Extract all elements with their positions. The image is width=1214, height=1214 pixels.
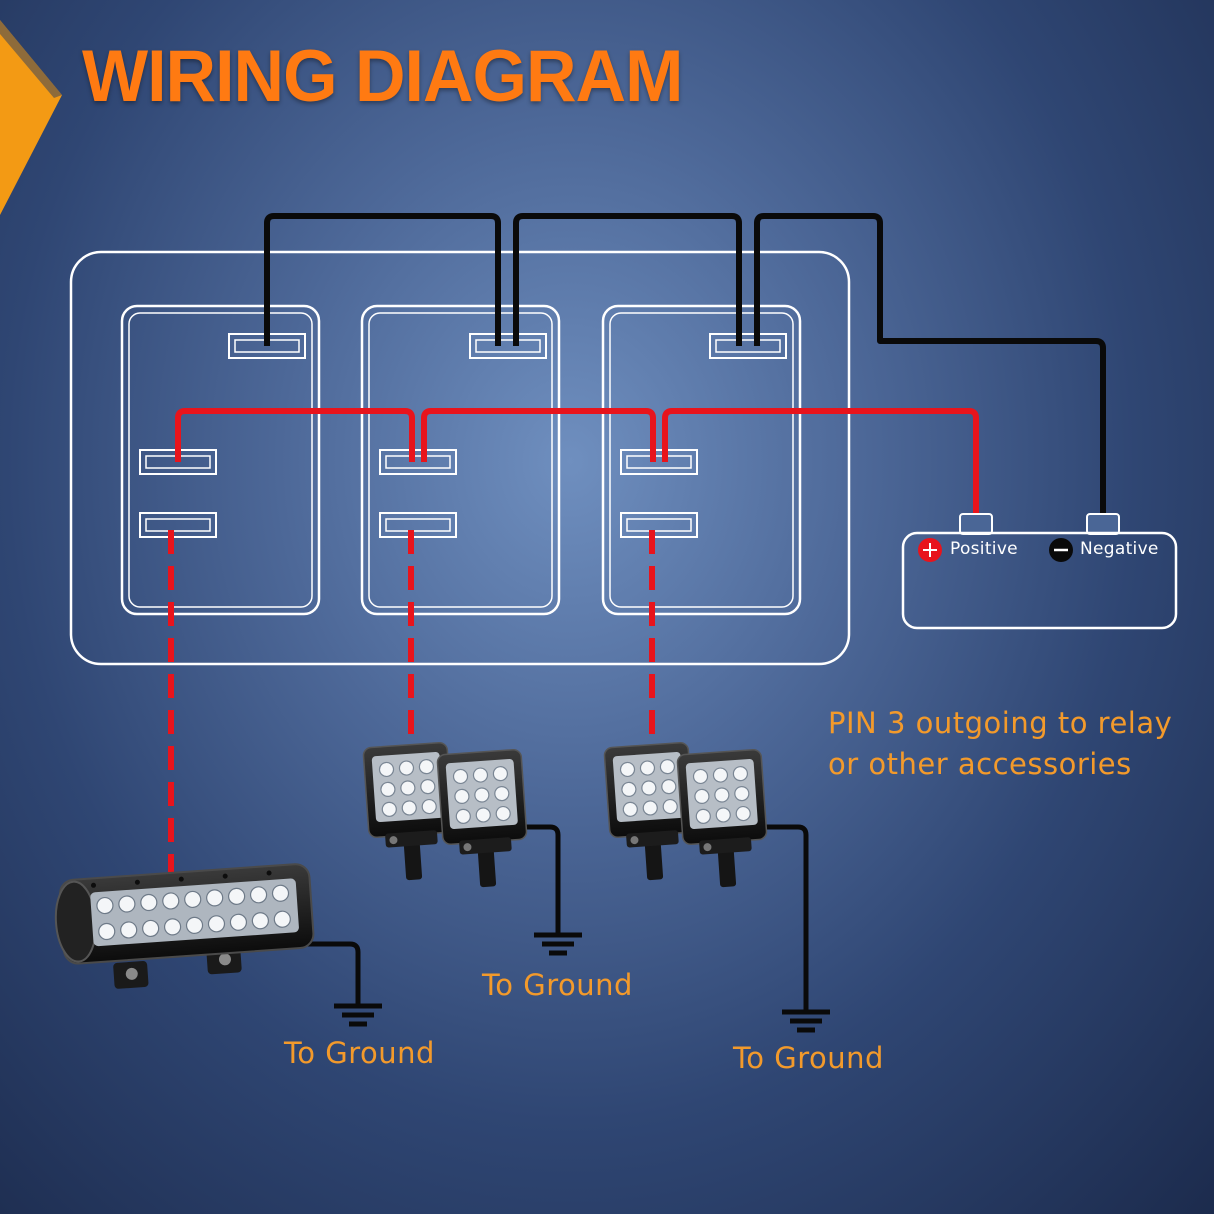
switch-2-pin-ground bbox=[469, 333, 547, 359]
work-light-pod-icon bbox=[676, 748, 771, 891]
switch-3-pin-ground bbox=[709, 333, 787, 359]
rocker-switch-3 bbox=[601, 304, 802, 616]
positive-terminal-icon bbox=[918, 538, 942, 562]
positive-label: Positive bbox=[950, 539, 1018, 559]
rocker-switch-1 bbox=[120, 304, 321, 616]
light-bar-icon bbox=[54, 863, 315, 989]
switch-1-pin-output bbox=[139, 512, 217, 538]
positive-wire-harness bbox=[175, 408, 979, 517]
ground-label-light-bar: To Ground bbox=[284, 1036, 435, 1070]
page-title: WIRING DIAGRAM bbox=[82, 35, 683, 117]
battery bbox=[901, 513, 1178, 630]
pin3-note: PIN 3 outgoing to relay or other accesso… bbox=[828, 703, 1172, 785]
ground-label-pods-1: To Ground bbox=[482, 968, 633, 1002]
ground-label-pods-2: To Ground bbox=[733, 1041, 884, 1075]
ground-leads bbox=[300, 824, 809, 1010]
switch-3-pin-output bbox=[620, 512, 698, 538]
negative-label: Negative bbox=[1080, 539, 1159, 559]
pin3-note-line2: or other accessories bbox=[828, 747, 1132, 781]
ground-symbol-icon bbox=[782, 1012, 830, 1030]
switch-2-pin-output bbox=[379, 512, 457, 538]
ground-symbol-icon bbox=[334, 1006, 382, 1024]
pin3-note-line1: PIN 3 outgoing to relay bbox=[828, 706, 1173, 740]
corner-accent bbox=[0, 0, 70, 220]
output-wires bbox=[168, 530, 655, 872]
switch-3-pin-power bbox=[620, 449, 698, 475]
switch-panel bbox=[69, 250, 851, 666]
rocker-switch-2 bbox=[360, 304, 561, 616]
ground-symbol-icon bbox=[534, 935, 582, 953]
switch-2-pin-power bbox=[379, 449, 457, 475]
work-light-pod-icon bbox=[436, 748, 531, 891]
negative-terminal-icon bbox=[1049, 538, 1073, 562]
ground-wire-harness bbox=[264, 213, 1106, 517]
